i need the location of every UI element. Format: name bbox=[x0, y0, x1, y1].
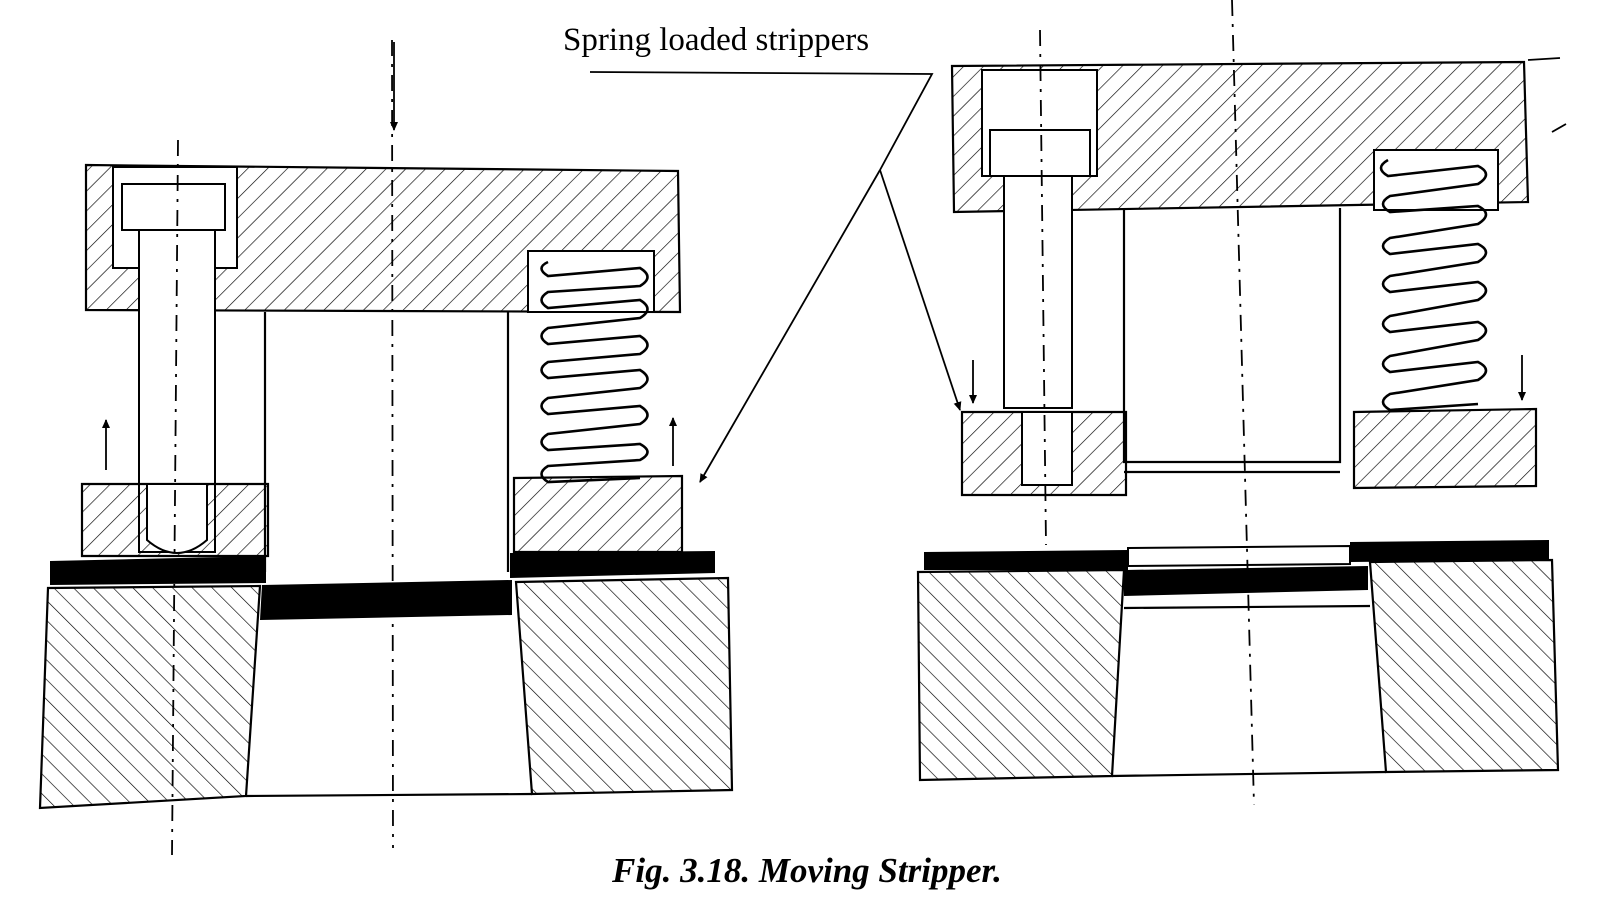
callout-arrow-left bbox=[699, 169, 881, 483]
left-strip-stock-right bbox=[510, 551, 715, 578]
left-punch bbox=[263, 312, 510, 572]
left-spring-pocket bbox=[527, 250, 655, 313]
left-die-block-right bbox=[514, 576, 734, 796]
left-stripper-bolt-slot bbox=[146, 483, 208, 554]
left-strip-stock bbox=[50, 556, 266, 585]
right-stripper-block-b bbox=[1352, 407, 1538, 490]
left-bolt-centerline bbox=[171, 139, 179, 856]
left-slug bbox=[260, 580, 512, 620]
right-die-opening bbox=[1111, 604, 1387, 778]
right-punch bbox=[1122, 208, 1342, 474]
callout: Spring loaded strippers bbox=[563, 22, 962, 483]
callout-label: Spring loaded strippers bbox=[563, 22, 869, 58]
right-spring bbox=[1379, 158, 1488, 412]
right-stripper-bolt-slot bbox=[1021, 411, 1073, 486]
left-punch-centerline bbox=[391, 39, 394, 849]
right-slug bbox=[1124, 566, 1368, 596]
left-stripper-block-b bbox=[512, 474, 684, 554]
left-die-block-left bbox=[38, 584, 262, 810]
right-view bbox=[916, 0, 1567, 806]
left-die-opening bbox=[245, 792, 533, 798]
right-edge-mark bbox=[1527, 57, 1567, 133]
right-die-block-right bbox=[1368, 558, 1560, 774]
right-strip-stock-right bbox=[1350, 540, 1549, 562]
right-strip-opening bbox=[1127, 544, 1351, 568]
right-stripper-bolt bbox=[1003, 175, 1073, 409]
figure-caption: Fig. 3.18. Moving Stripper. bbox=[611, 851, 1002, 890]
right-spring-pocket bbox=[1373, 149, 1499, 211]
right-bolt-head bbox=[989, 129, 1091, 177]
left-spring bbox=[540, 260, 649, 484]
right-punch-centerline bbox=[1231, 0, 1255, 806]
right-strip-stock bbox=[924, 550, 1128, 570]
callout-leader bbox=[589, 71, 934, 171]
left-bolt-head bbox=[121, 183, 226, 231]
right-bolt-centerline bbox=[1039, 29, 1047, 546]
right-die-block-left bbox=[916, 568, 1126, 782]
left-view bbox=[38, 39, 734, 856]
callout-arrow-right bbox=[879, 169, 962, 411]
